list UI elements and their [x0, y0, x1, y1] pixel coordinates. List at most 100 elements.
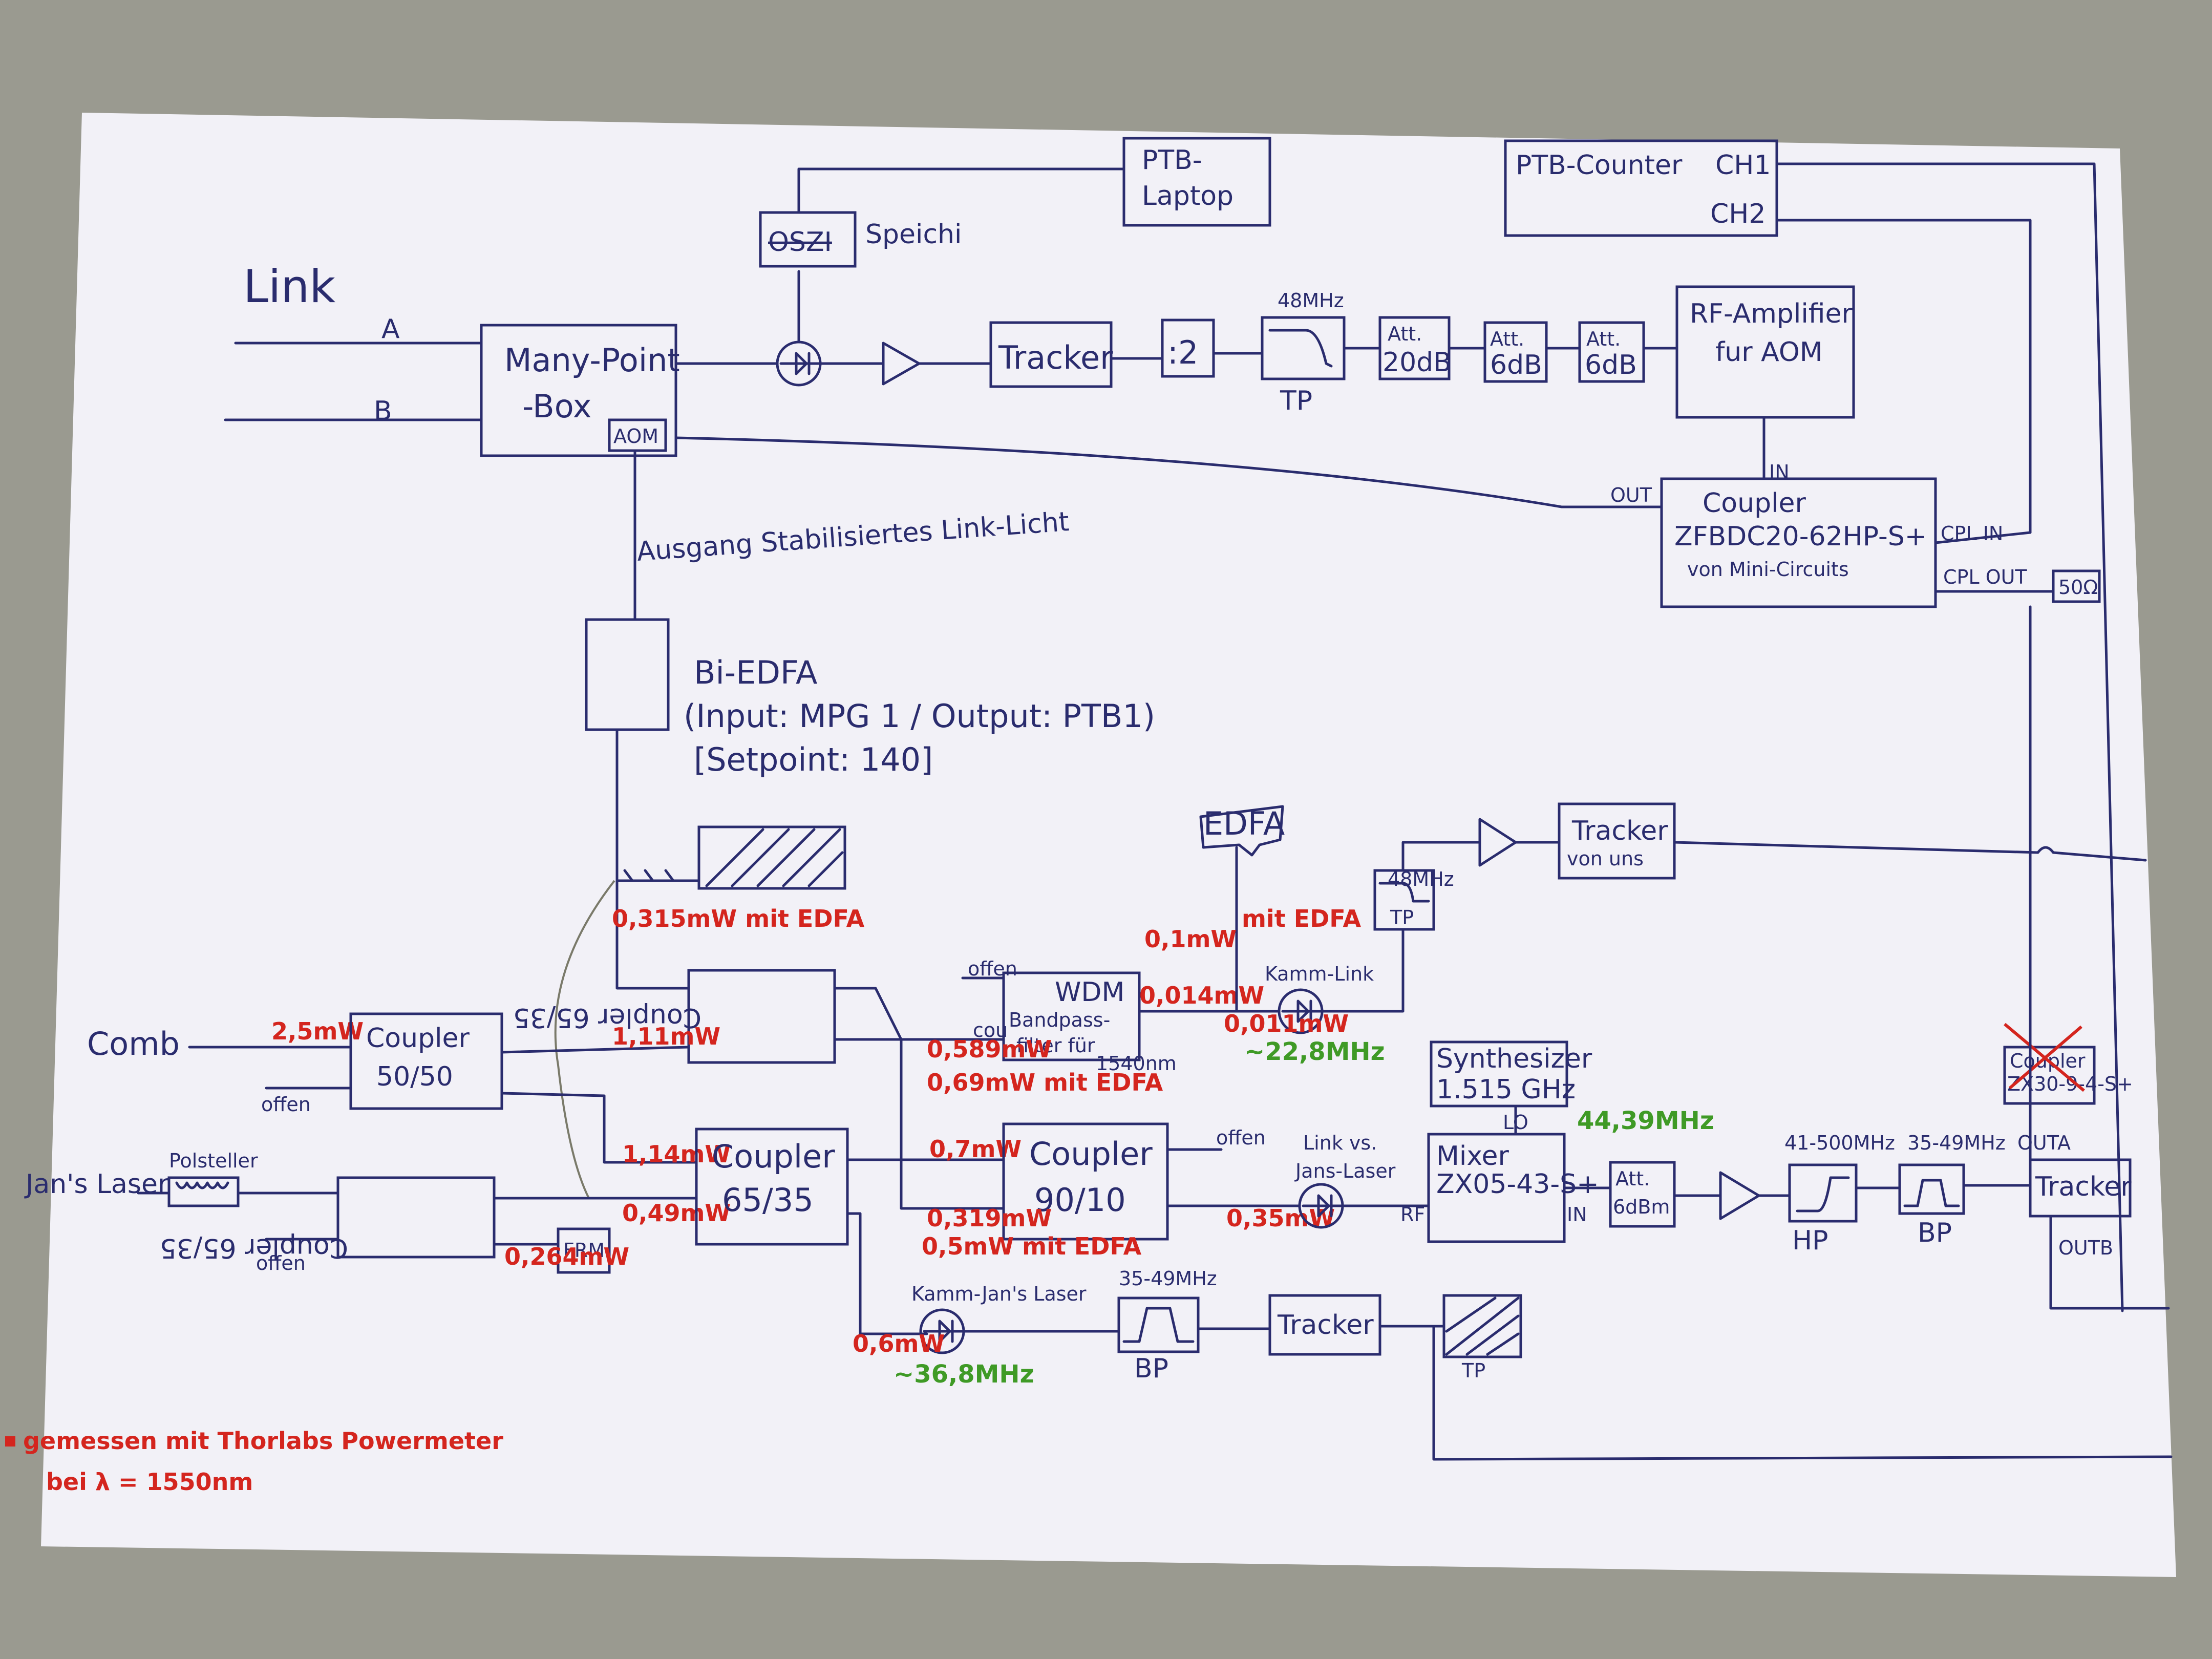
coupler-9010-box — [1002, 1122, 1169, 1241]
synthesizer-freq: 1.515 GHz — [1436, 1074, 1576, 1105]
mixer-lo-label: LO — [1503, 1111, 1528, 1134]
wire-aom-coupler-out — [674, 436, 1663, 508]
wdm-filter: filter für — [1016, 1034, 1095, 1057]
wire-cplin — [1934, 531, 2032, 544]
bi-edfa-io: (Input: MPG 1 / Output: PTB1) — [684, 697, 1155, 735]
p-01-label: 0,1mW — [1144, 925, 1237, 953]
aom-label: AOM — [613, 425, 658, 448]
tp-top-label: TP — [1280, 386, 1312, 416]
tracker-von-uns-label-1: Tracker — [1571, 816, 1668, 846]
ptb-counter-ch1: CH1 — [1715, 150, 1771, 181]
photodiode-kl-symbol — [1281, 999, 1323, 1023]
bp-right-box — [1898, 1163, 1965, 1215]
hp-label: HP — [1792, 1225, 1828, 1256]
speichi-label: Speichi — [865, 219, 962, 250]
coupler-5050-label: Coupler — [366, 1023, 470, 1054]
amplifier-triangle-icon — [882, 342, 921, 386]
bi-edfa-label: Bi-EDFA — [694, 654, 817, 691]
hatch-ground — [615, 869, 700, 882]
att-6db-2-box — [1578, 321, 1645, 383]
tp-top-freq: 48MHz — [1278, 289, 1344, 312]
kamm-jan-label: Kamm-Jan's Laser — [911, 1283, 1087, 1305]
oszi-box — [759, 211, 857, 268]
p-114-label: 1,14mW — [622, 1140, 731, 1168]
bp-right-range: 35-49MHz — [1907, 1132, 2006, 1154]
p-0011-label: 0,011mW — [1224, 1010, 1349, 1037]
coupler-crossed-box — [2003, 1046, 2096, 1105]
coupler-6535-center-box — [695, 1128, 849, 1246]
wire-pd-tp — [1321, 928, 1405, 1013]
many-point-label-2: -Box — [522, 388, 591, 425]
wdm-offen-label: offen — [968, 958, 1017, 980]
tracker-right-label: Tracker — [2035, 1172, 2132, 1202]
tracker-top-label: Tracker — [998, 339, 1113, 376]
att-6dbm-label: Att. — [1615, 1167, 1650, 1190]
wire-5050-6535 — [500, 1046, 690, 1054]
tp-mid-label: TP — [1390, 906, 1414, 929]
divider-label: :2 — [1167, 334, 1198, 371]
bp-lower-box — [1117, 1296, 1200, 1353]
many-point-label-1: Many-Point — [504, 342, 680, 379]
wire-biedfa-coupler6535 — [615, 728, 690, 990]
coupler-6535-lower-box — [336, 1176, 496, 1259]
wdm-wavelength: 1540nm — [1096, 1052, 1177, 1075]
label-a: A — [381, 314, 400, 345]
coupler-6535-upper-label: Coupler 65/35 — [513, 1002, 701, 1033]
tp-lower-label: TP — [1461, 1359, 1485, 1382]
coupler-out-label: OUT — [1610, 484, 1652, 506]
coupler-6535-upper-box — [687, 969, 836, 1064]
zfbdc-vendor: von Mini-Circuits — [1687, 558, 1849, 581]
footnote-marker — [5, 1436, 15, 1447]
offen-5050-label: offen — [261, 1093, 311, 1116]
wire-5050-coupler6535b — [500, 1092, 698, 1164]
paper-sheet — [41, 113, 2176, 1577]
wdm-box — [1002, 971, 1141, 1061]
att-20db-label: Att. — [1388, 323, 1422, 345]
tracker-right-box — [2029, 1158, 2132, 1218]
lowpass-filter-icon — [1268, 329, 1333, 368]
aom-port-box — [608, 418, 667, 452]
tracker-top-box — [989, 321, 1113, 388]
cpl-in-label: CPL IN — [1941, 522, 2003, 545]
mixer-in-label: IN — [1567, 1203, 1587, 1226]
att-6db-2-value: 6dB — [1585, 350, 1637, 380]
p-0315-label: 0,315mW mit EDFA — [612, 905, 865, 932]
tracker-von-uns-label-2: von uns — [1567, 847, 1644, 870]
outb-label: OUTB — [2058, 1237, 2113, 1259]
wire-ch2-cplin — [1775, 219, 2032, 534]
link-vs-label-1: Link vs. — [1303, 1132, 1377, 1154]
att-6db-1-box — [1483, 321, 1548, 383]
edfa-label: EDFA — [1203, 805, 1285, 842]
p-0319-label: 0,319mW — [927, 1204, 1052, 1232]
label-b: B — [374, 396, 392, 427]
att-6db-1-label: Att. — [1490, 328, 1524, 350]
photodiode-kj-symbol — [923, 1320, 964, 1343]
offen-lower-label: offen — [256, 1252, 306, 1274]
bandpass-filter-lower-icon — [1122, 1307, 1195, 1343]
coupler-6535-center-ratio: 65/35 — [722, 1181, 814, 1219]
hp-range-label: 41-500MHz — [1784, 1132, 1895, 1154]
wire-ch1-outb — [1775, 162, 2124, 1312]
coupler-6535-lower-label: Coupler 65/35 — [160, 1232, 348, 1263]
mixer-part: ZX05-43-S+ — [1436, 1169, 1599, 1200]
coupler-5050-ratio: 50/50 — [376, 1061, 453, 1092]
hatching-lines — [705, 828, 844, 887]
ptb-counter-ch2: CH2 — [1710, 199, 1766, 229]
termination-50ohm-box — [2052, 569, 2101, 603]
ptb-laptop-label-2: Laptop — [1142, 181, 1233, 211]
cpl-out-label: CPL OUT — [1943, 566, 2027, 588]
wire-speichi-laptop — [797, 167, 1125, 214]
termination-50ohm-label: 50Ω — [2058, 576, 2098, 599]
wire-coupler6535-wdm — [833, 987, 903, 1041]
ptb-counter-box — [1504, 139, 1778, 237]
tp-lower-box — [1442, 1294, 1522, 1358]
wdm-label: WDM — [1055, 977, 1124, 1008]
offen-9010-label: offen — [1216, 1126, 1266, 1149]
beat-mixer-label: 44,39MHz — [1577, 1107, 1714, 1135]
footnote-line-2: bei λ = 1550nm — [46, 1468, 253, 1496]
synthesizer-label: Synthesizer — [1436, 1044, 1592, 1074]
lowpass-filter-mid-icon — [1378, 882, 1430, 903]
photodiode-lv-symbol — [1302, 1194, 1343, 1218]
kamm-link-label: Kamm-Link — [1265, 963, 1374, 985]
